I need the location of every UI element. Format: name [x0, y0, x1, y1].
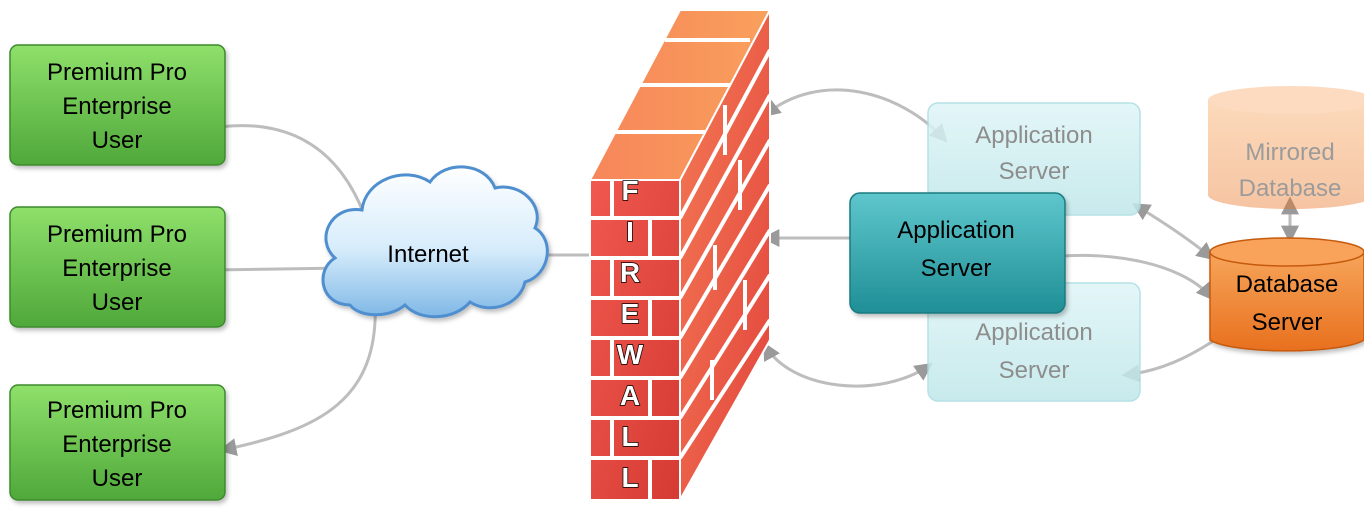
app-server-box-2: Application Server [849, 192, 1066, 314]
user-label-line: Enterprise [62, 431, 171, 458]
user-label-line: User [92, 127, 143, 154]
database-server: Database Server [1209, 237, 1364, 352]
firewall-wall: F I R E W A L L [588, 9, 772, 504]
firewall-letter: R [620, 257, 640, 288]
connector-user2-internet [206, 259, 349, 279]
user-label-line: Premium Pro [47, 59, 187, 86]
user-label-line: User [92, 289, 143, 316]
connector-firewall-app1 [762, 88, 948, 143]
firewall-letter: E [621, 298, 640, 329]
user-label-line: Enterprise [62, 255, 171, 282]
user-label-line: Premium Pro [47, 221, 187, 248]
firewall-letter: F [621, 175, 638, 206]
connector-app1-db [1131, 203, 1215, 261]
firewall-letter: W [617, 339, 644, 370]
user-box-2: Premium Pro Enterprise User [9, 206, 226, 328]
app-server-label-line: Application [897, 217, 1014, 244]
app-server-label-line: Server [921, 255, 992, 282]
db-server-label-line: Database [1236, 271, 1339, 298]
cloud-icon [321, 165, 549, 319]
connector-user3-internet [218, 296, 385, 456]
user-box-3: Premium Pro Enterprise User [9, 384, 226, 501]
user-label-line: Premium Pro [47, 397, 187, 424]
internet-cloud: Internet [321, 165, 549, 319]
app-server-label-line: Application [975, 122, 1092, 149]
firewall-letter: L [621, 462, 638, 493]
internet-label: Internet [387, 241, 469, 268]
firewall-letter: I [626, 216, 634, 247]
user-label-line: Enterprise [62, 93, 171, 120]
app-server-box-1: Application Server [927, 102, 1141, 216]
app-server-label-line: Server [999, 357, 1070, 384]
connector-firewall-app3 [763, 341, 933, 388]
mirrored-db-label-line: Database [1239, 175, 1342, 202]
mirrored-db-label-line: Mirrored [1245, 139, 1334, 166]
firewall-letter: L [621, 421, 638, 452]
app-server-label-line: Application [975, 319, 1092, 346]
user-label-line: User [92, 465, 143, 492]
db-server-label-line: Server [1252, 309, 1323, 336]
app-server-label-line: Server [999, 158, 1070, 185]
mirrored-database: Mirrored Database [1208, 86, 1364, 209]
firewall-letter: A [620, 380, 640, 411]
user-box-1: Premium Pro Enterprise User [9, 44, 226, 166]
